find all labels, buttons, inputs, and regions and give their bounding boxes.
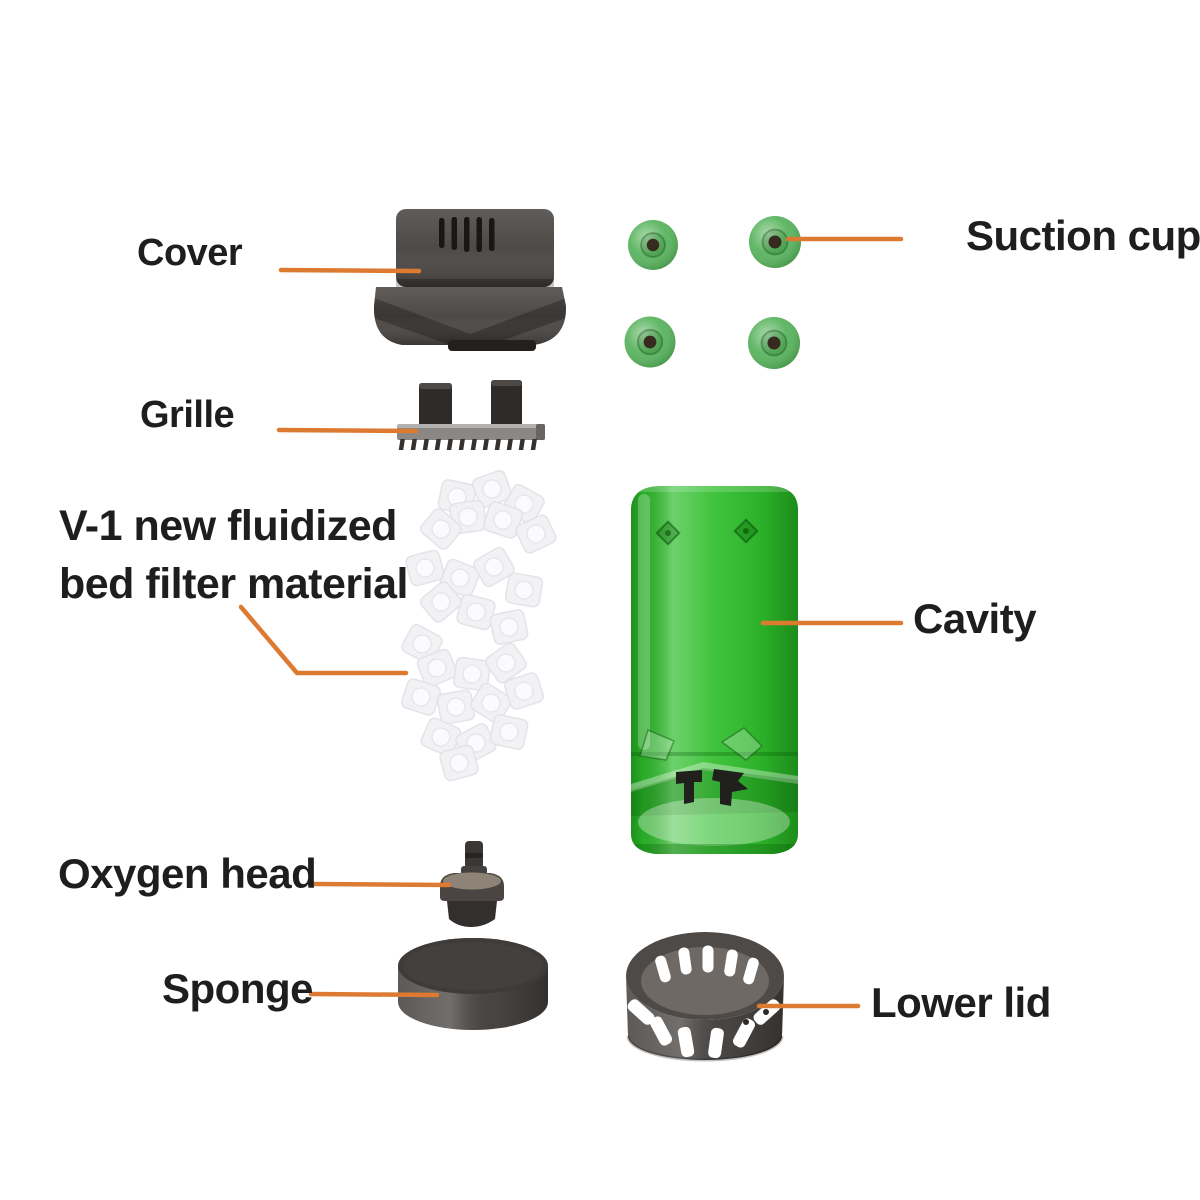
label-cavity: Cavity <box>913 595 1037 642</box>
label-lower-lid: Lower lid <box>871 979 1051 1026</box>
filter-media-piece <box>454 592 498 632</box>
cover-vent-slots <box>439 217 495 252</box>
leader-oxygen-head <box>312 881 452 888</box>
label-cover: Cover <box>137 232 243 274</box>
cavity-brackets <box>676 769 748 806</box>
cavity-screw-holes <box>655 518 759 546</box>
lower-lid-part <box>626 932 784 1062</box>
cover-part <box>373 209 567 351</box>
grille-teeth <box>398 439 537 450</box>
label-suction-cup: Suction cup <box>966 212 1200 259</box>
label-grille: Grille <box>140 394 235 436</box>
leader-filter-material <box>238 604 409 676</box>
filter-media-piece <box>435 688 477 726</box>
filter-media-piece <box>488 608 530 646</box>
leader-sponge <box>308 991 440 998</box>
lower-lid-slots <box>655 945 759 985</box>
filter-media-piece <box>488 713 530 751</box>
label-sponge: Sponge <box>162 965 314 1012</box>
label-filter-material: V-1 new fluidized bed filter material <box>59 497 408 613</box>
filter-media-piece <box>503 571 545 609</box>
oxygen-head-part <box>440 841 504 927</box>
filter-media-part <box>399 468 559 783</box>
filter-media-piece <box>403 548 447 588</box>
sponge-part <box>398 938 548 1030</box>
suction-cups-part <box>623 215 802 370</box>
label-filter-material-line1: V-1 new fluidized <box>59 502 397 550</box>
label-filter-material-line2: bed filter material <box>59 560 408 608</box>
label-oxygen-head: Oxygen head <box>58 850 317 897</box>
grille-part <box>397 380 545 450</box>
leader-cover <box>278 267 422 274</box>
cavity-part <box>631 486 798 854</box>
leader-grille <box>276 427 419 434</box>
